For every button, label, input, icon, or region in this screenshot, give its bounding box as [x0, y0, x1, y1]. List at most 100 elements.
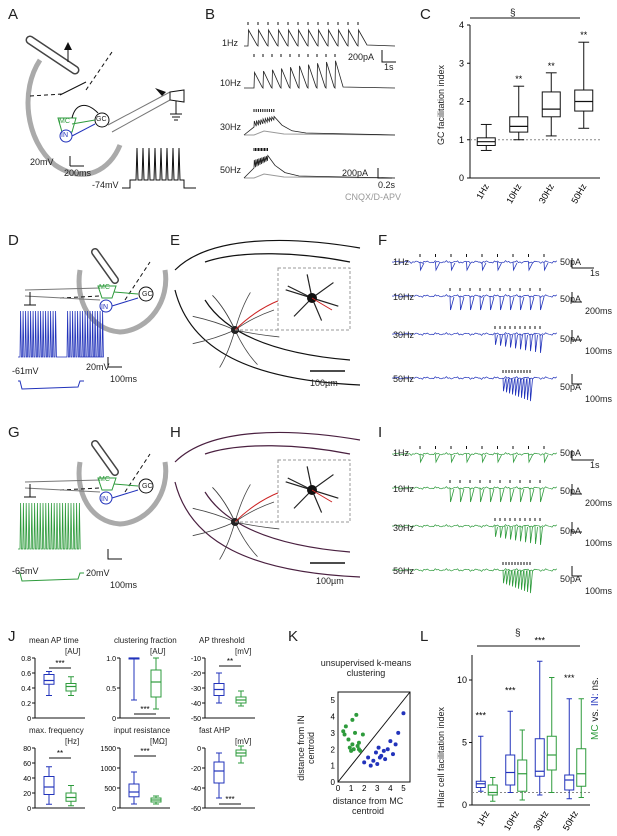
epsc — [543, 453, 549, 464]
k-point-in — [390, 752, 395, 757]
k-point-in — [401, 711, 406, 716]
j-sig: *** — [140, 705, 149, 714]
k-point-mc — [355, 744, 360, 748]
f-freq-4: 50Hz — [393, 374, 415, 384]
panel-letter-a: A — [8, 6, 19, 23]
epsc — [502, 377, 506, 392]
panel-letter-f: F — [378, 232, 388, 249]
c-ytick-label: 3 — [459, 58, 464, 68]
epsc — [543, 261, 549, 272]
l-ylabel: Hilar cell facilitation index — [436, 706, 446, 808]
j-ytick-label: 20 — [23, 791, 31, 798]
epsc — [519, 525, 523, 542]
current-trace — [244, 28, 396, 47]
k-point-mc — [358, 748, 363, 753]
voltage-trace — [18, 310, 104, 358]
l-mc-box — [487, 784, 498, 796]
f-s3a: 50pA — [560, 334, 582, 344]
epsc — [505, 569, 509, 585]
scale-bar — [571, 292, 582, 303]
j-in-box — [128, 783, 140, 798]
epsc — [466, 453, 471, 464]
j-unit: [AU] — [150, 647, 166, 656]
epsc — [529, 295, 535, 311]
l-legend-mc: MC — [590, 724, 601, 740]
panel-letter-l: L — [420, 628, 429, 645]
current-trace — [391, 294, 558, 298]
epsc — [481, 261, 487, 272]
panel-letter-c: C — [420, 6, 431, 23]
h-scale: 100µm — [316, 576, 344, 586]
l-sig: *** — [534, 635, 545, 645]
c-sig: ** — [515, 74, 523, 84]
j-unit: [MΩ] — [150, 737, 168, 746]
l-legend-ns: ns. — [590, 677, 601, 691]
k-xtick-label: 5 — [401, 784, 406, 793]
epsc — [509, 295, 515, 311]
stim-electrode-inner — [92, 249, 118, 283]
c-ytick-label: 0 — [459, 173, 464, 183]
k-xtick-label: 4 — [388, 784, 393, 793]
drug-trace — [244, 173, 396, 179]
c-section-marker: § — [510, 8, 516, 19]
gc-label-a: GC — [96, 116, 107, 123]
l-in-box — [505, 754, 516, 786]
j-ytick-label: 40 — [23, 776, 31, 783]
i-s1t: 1s — [590, 460, 600, 470]
inset-axon — [311, 297, 333, 311]
i-s4t: 100ms — [585, 586, 613, 596]
j-ytick-label: 0.6 — [21, 671, 31, 678]
dendrite — [219, 329, 236, 368]
epsc — [479, 487, 485, 503]
b-freq-4: 50Hz — [220, 165, 242, 175]
epsc — [519, 295, 525, 311]
k-point-mc — [351, 747, 356, 752]
l-mc-box — [517, 759, 528, 792]
c-box — [541, 91, 561, 118]
j-in-box — [213, 761, 225, 784]
l-legend: MC vs. IN: ns. — [590, 677, 601, 740]
f-freq-2: 10Hz — [393, 292, 415, 302]
k-ytick-label: 3 — [331, 729, 336, 738]
epsc — [528, 261, 533, 272]
l-mc-box — [546, 735, 557, 771]
epsc — [523, 569, 527, 591]
in-label-d: IN — [101, 304, 108, 311]
in-axon — [111, 297, 139, 307]
epsc — [534, 525, 538, 545]
a-scale-v: 20mV — [30, 157, 54, 167]
f-s1t: 1s — [590, 268, 600, 278]
j-ytick-label: -60 — [191, 806, 201, 813]
b-freq-2: 10Hz — [220, 78, 242, 88]
panel-letter-e: E — [170, 232, 181, 249]
j-unit: [mV] — [235, 737, 252, 746]
c-ytick-label: 1 — [459, 135, 464, 145]
j-ytick-label: 0.5 — [106, 686, 116, 693]
b-scale-top-amp: 200pA — [348, 52, 375, 62]
j-ytick-label: 1500 — [100, 746, 116, 753]
current-trace — [391, 524, 558, 528]
current-trace — [391, 486, 558, 490]
epsc — [511, 569, 515, 587]
epsc — [512, 453, 518, 464]
k-point-mc — [347, 745, 352, 750]
granule-layer-outline — [204, 299, 351, 361]
j-ytick-label: 0.4 — [21, 686, 31, 693]
j-title: AP threshold — [199, 636, 245, 645]
epsc — [529, 333, 533, 352]
epsc — [514, 569, 518, 588]
k-point-in — [376, 745, 381, 750]
j-mc-box — [65, 683, 77, 692]
epsc — [499, 333, 503, 346]
epsc — [509, 333, 513, 348]
k-ytick-label: 5 — [331, 696, 336, 705]
mc-label-d: MC — [99, 284, 110, 291]
k-xtick-label: 2 — [362, 784, 367, 793]
k-frame — [337, 691, 411, 783]
epsc — [435, 453, 440, 464]
c-box — [509, 116, 529, 133]
j-ytick-label: 500 — [104, 786, 116, 793]
